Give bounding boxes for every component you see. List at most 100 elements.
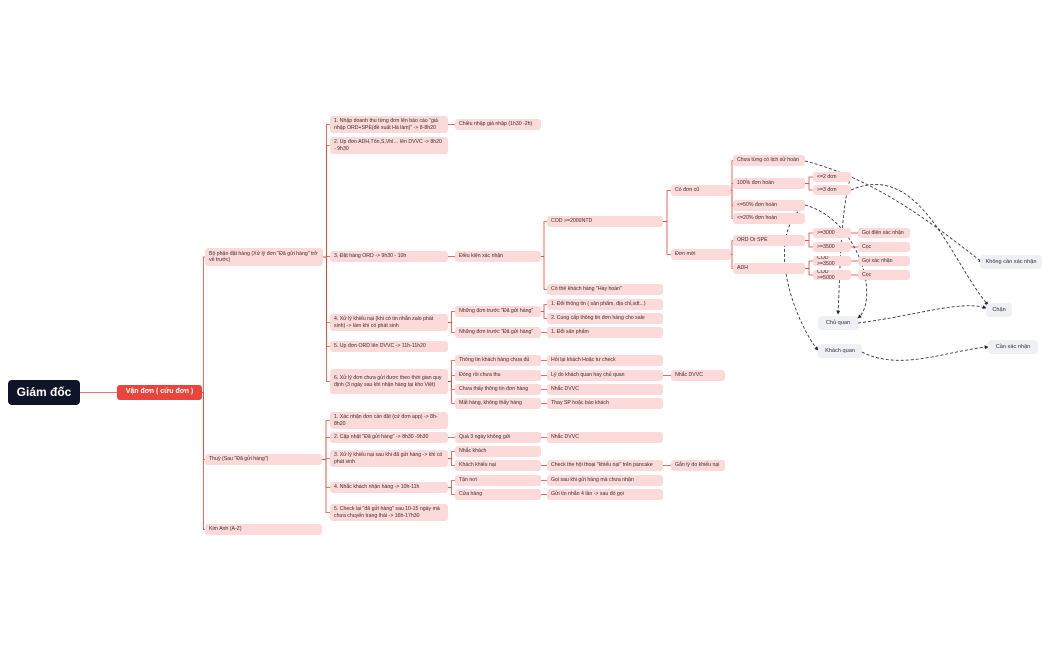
thuy-step-4[interactable]: 4. Nhắc khách nhận hàng -> 10h-11h bbox=[330, 482, 448, 493]
thuy-step-3-b1[interactable]: Check the hội thoại "khiếu nại" trên pan… bbox=[547, 460, 663, 471]
don-moi[interactable]: Đơn mới bbox=[671, 249, 731, 260]
connector bbox=[448, 375, 455, 382]
step-4-b[interactable]: Những đơn trước "Đã gửi hàng" bbox=[455, 327, 541, 338]
step-4-a1[interactable]: 1. Đổi thông tin ( sản phẩm, địa chỉ,sdt… bbox=[547, 299, 663, 310]
step-6-b2[interactable]: Nhắc DVVC bbox=[671, 370, 725, 381]
thuy-step-4-a1[interactable]: Gọi sau khi gửi hàng mà chưa nhận bbox=[547, 475, 663, 486]
adh-ge[interactable]: COD >=3500 bbox=[813, 256, 851, 266]
step-6-b[interactable]: Đóng rồi chưa thu bbox=[455, 370, 541, 381]
connector bbox=[805, 176, 813, 184]
goi-dien-xac-nhan[interactable]: Gọi điện xác nhận bbox=[858, 228, 910, 238]
goi-xac-nhan[interactable]: Gọi xác nhận bbox=[858, 256, 910, 266]
coc-2[interactable]: Cọc bbox=[858, 270, 910, 280]
step-4[interactable]: 4. Xử lý khiếu nại (khi có tin nhắn zalo… bbox=[330, 314, 448, 331]
step-6-a1[interactable]: Hỏi lại khách Hoặc tư check bbox=[547, 355, 663, 366]
step-4-a2[interactable]: 2. Cung cấp thông tin đơn hàng cho sale bbox=[547, 313, 663, 324]
relationship-arrow bbox=[850, 184, 989, 306]
step-6[interactable]: 6. Xử lý đơn chưa gửi được theo thời gia… bbox=[330, 369, 448, 394]
step-6-c[interactable]: Chưa thấy thông tin đơn hàng bbox=[455, 384, 541, 395]
pct100-hoan[interactable]: 100% đơn hoàn bbox=[733, 178, 805, 189]
branch-bo-phan[interactable]: Bộ phận đặt hàng (Xử lý đơn "Đã gửi hàng… bbox=[205, 248, 323, 266]
connector bbox=[448, 311, 455, 323]
ord-lt3000[interactable]: >=3500 bbox=[813, 242, 851, 252]
outcome-chan[interactable]: Chặn bbox=[986, 303, 1012, 317]
connector bbox=[541, 256, 547, 290]
ge-3-don[interactable]: >=3 đơn bbox=[813, 185, 851, 195]
adh-lt[interactable]: COD >=5000 bbox=[813, 270, 851, 280]
thuy-step-2-a[interactable]: Quá 3 ngày không gửi bbox=[455, 432, 541, 443]
connector bbox=[323, 256, 330, 382]
ord-ge3000[interactable]: >=3000 bbox=[813, 228, 851, 238]
thuy-step-5[interactable]: 5. Check lại "đã gửi hàng" sau 10-15 ngà… bbox=[330, 504, 448, 521]
hay-hoan[interactable]: Có thẻ khách hàng "Hay hoàn" bbox=[547, 284, 663, 295]
thuy-step-4-b[interactable]: Cửa hàng bbox=[455, 489, 541, 500]
connector bbox=[448, 451, 455, 459]
connector bbox=[202, 256, 205, 393]
dieu-kien-xac-nhan[interactable]: Điều kiện xác nhận bbox=[455, 251, 541, 262]
relationship-arrow bbox=[804, 160, 983, 263]
step-4-a[interactable]: Những đơn trước "Đã gửi hàng" bbox=[455, 306, 541, 317]
thuy-step-2[interactable]: 2. Cập nhật "Đã gửi hàng" -> 8h30 -9h30 bbox=[330, 432, 448, 443]
root-node[interactable]: Giám đốc bbox=[8, 380, 80, 405]
step-6-c1[interactable]: Nhắc DVVC bbox=[547, 384, 663, 395]
step-1[interactable]: 1. Nhập doanh thu từng đơn lên báo cáo "… bbox=[330, 116, 448, 133]
step-1-child[interactable]: Chiều nhập giá nhập (1h30 -2h) bbox=[455, 119, 541, 130]
connector bbox=[448, 480, 455, 488]
step-6-d[interactable]: Mất hàng, không thấy hàng bbox=[455, 398, 541, 409]
le-20-hoan[interactable]: <=20% đơn hoàn bbox=[733, 213, 805, 224]
connector bbox=[448, 322, 455, 333]
thuy-step-3-b[interactable]: Khách khiếu nại bbox=[455, 460, 541, 471]
coc-1[interactable]: Cọc bbox=[858, 242, 910, 252]
thuy-step-4-a[interactable]: Tận nơi bbox=[455, 475, 541, 486]
connector bbox=[805, 268, 813, 276]
thuy-step-3[interactable]: 3. Xử lý khiếu nại sau khi đã gửi hàng -… bbox=[330, 450, 448, 467]
relationship-arrow bbox=[784, 204, 819, 351]
connector bbox=[731, 190, 733, 219]
thuy-step-3-b2[interactable]: Gắn lý do khiếu nại bbox=[671, 460, 725, 471]
cod-condition[interactable]: COD >=2000NTD bbox=[547, 216, 663, 227]
relationship-arrow bbox=[861, 345, 989, 361]
outcome-chu-quan[interactable]: Chủ quan bbox=[818, 316, 858, 330]
step-5[interactable]: 5. Up đơn ORD lên DVVC -> 11h-11h20 bbox=[330, 341, 448, 352]
relationship-arrow bbox=[857, 305, 987, 324]
adh[interactable]: ADH bbox=[733, 263, 805, 274]
outcome-khong-can-xac-nhan[interactable]: Không cần xác nhận bbox=[980, 255, 1042, 269]
connector bbox=[805, 183, 813, 191]
connector bbox=[448, 381, 455, 404]
step-6-d1[interactable]: Thay SP hoặc báo khách bbox=[547, 398, 663, 409]
connector bbox=[541, 221, 547, 257]
main-node[interactable]: Vận đơn ( cứu đơn ) bbox=[117, 385, 202, 400]
le-2-don[interactable]: <=2 đơn bbox=[813, 172, 851, 182]
connector bbox=[805, 232, 813, 241]
step-4-b1[interactable]: 1. Đổi sản phẩm bbox=[547, 327, 663, 338]
chua-tung-hoan[interactable]: Chưa từng có lịch sử hoàn bbox=[733, 155, 805, 166]
relationship-arrow bbox=[836, 175, 852, 315]
thuy-step-4-b1[interactable]: Gửi tin nhắn 4 lần -> sau đó gọi bbox=[547, 489, 663, 500]
connector bbox=[663, 221, 671, 255]
outcome-khach-quan[interactable]: Khách quan bbox=[818, 344, 862, 358]
connector bbox=[322, 437, 330, 460]
outcome-can-xac-nhan[interactable]: Cần xác nhận bbox=[988, 340, 1038, 354]
connector bbox=[202, 392, 205, 530]
step-3[interactable]: 3. Đặt hàng ORD -> 9h30 - 10h bbox=[330, 251, 448, 262]
thuy-step-3-a[interactable]: Nhắc khách bbox=[455, 446, 541, 457]
thuy-step-2-b[interactable]: Nhắc DVVC bbox=[547, 432, 663, 443]
step-2[interactable]: 2. Up đơn ADH,Tốn,S,Vhl… lên DVVC -> 8h2… bbox=[330, 137, 448, 154]
thuy-step-1[interactable]: 1. Xác nhận đơn cần đặt (cứ đơn app) -> … bbox=[330, 412, 448, 429]
ord-spe[interactable]: ORD Or SPE bbox=[733, 235, 805, 246]
connector bbox=[323, 145, 330, 258]
step-6-b1[interactable]: Lý do khách quan hay chủ quan bbox=[547, 370, 663, 381]
step-6-a[interactable]: Thông tin khách hàng chưa đủ bbox=[455, 355, 541, 366]
le-50-hoan[interactable]: <=50% đơn hoàn bbox=[733, 200, 805, 211]
connector bbox=[448, 458, 455, 466]
branch-thuy[interactable]: Thuỳ (Sau "Đã gửi hàng") bbox=[205, 454, 322, 465]
connector bbox=[663, 190, 671, 222]
connector bbox=[805, 240, 813, 248]
branch-kim-anh[interactable]: Kim Anh (A-Z) bbox=[205, 524, 322, 535]
connector bbox=[541, 311, 547, 319]
connector bbox=[448, 487, 455, 495]
connector bbox=[731, 254, 733, 269]
co-don-cu[interactable]: Có đơn cũ bbox=[671, 185, 731, 196]
